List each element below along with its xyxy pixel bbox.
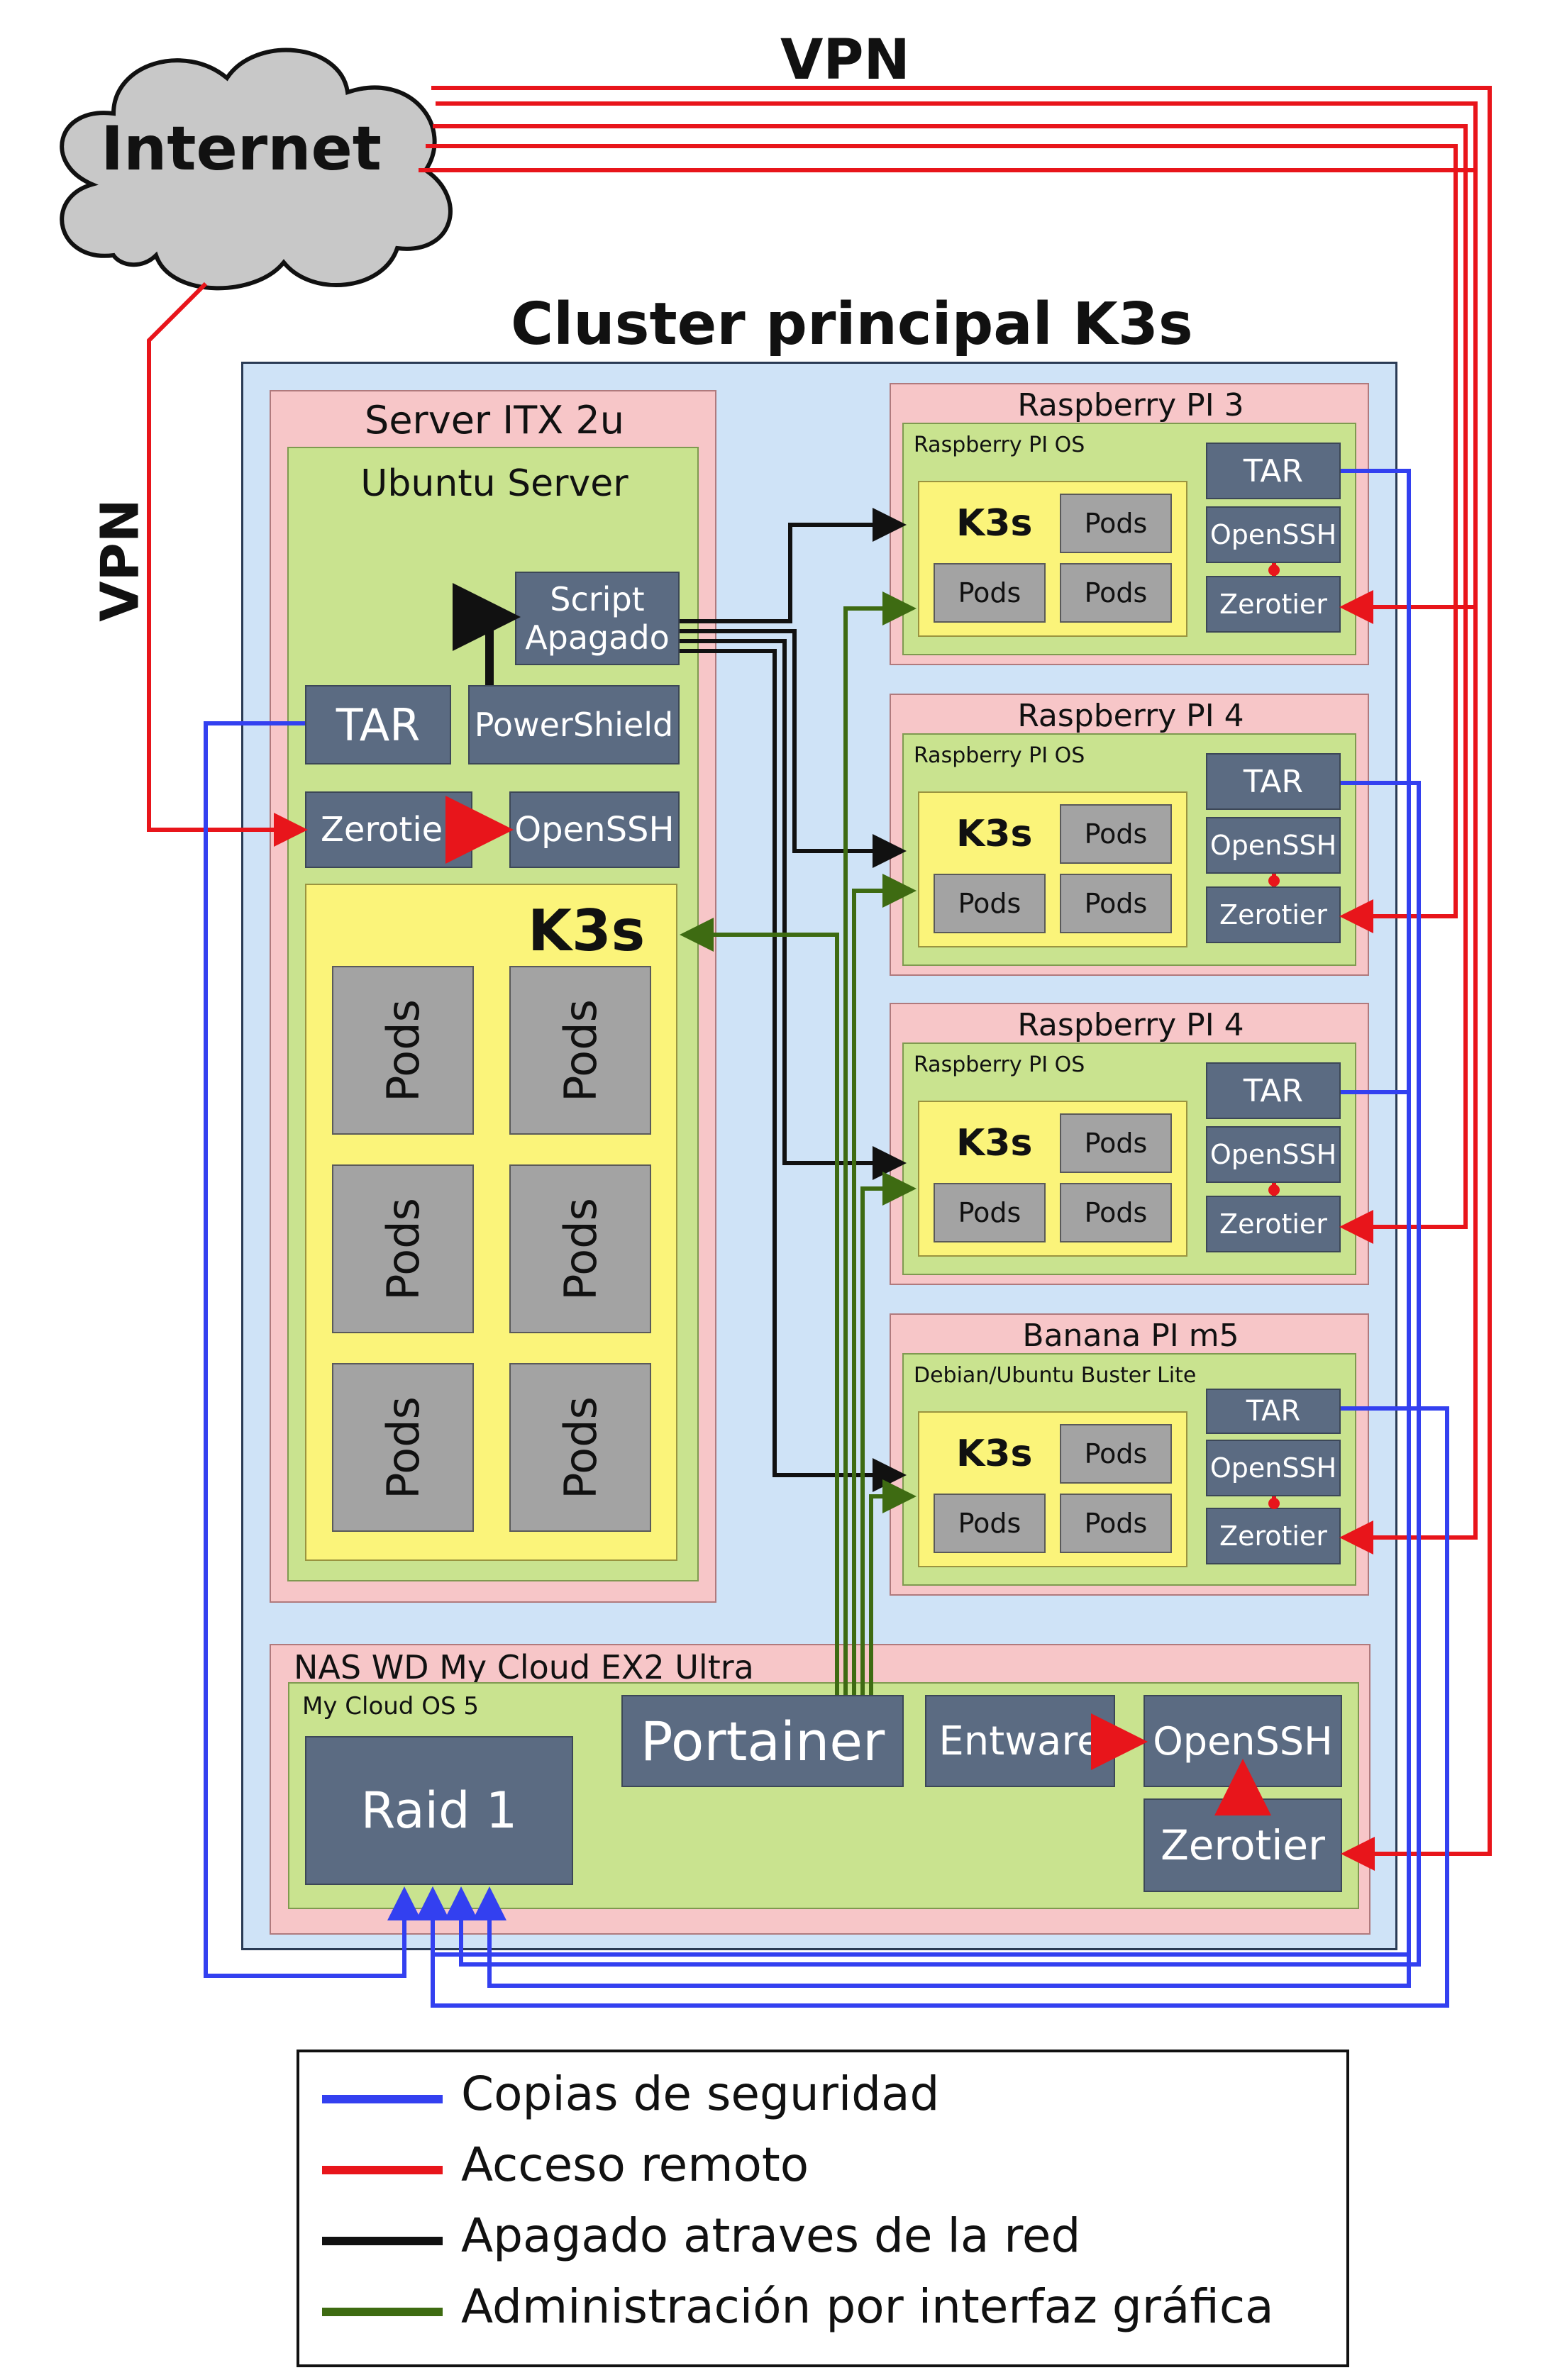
server-pod: Pods bbox=[509, 966, 651, 1135]
node-pod: Pods bbox=[1060, 1494, 1172, 1553]
internet-label: Internet bbox=[101, 113, 382, 184]
node-pod: Pods bbox=[1060, 1183, 1172, 1242]
node-pod: Pods bbox=[1060, 804, 1172, 864]
server-zerotier-box[interactable]: Zerotier bbox=[305, 791, 472, 868]
nas-host-label: NAS WD My Cloud EX2 Ultra bbox=[294, 1648, 754, 1686]
node-openssh-box[interactable]: OpenSSH bbox=[1206, 1440, 1341, 1496]
portainer-box[interactable]: Portainer bbox=[621, 1695, 904, 1787]
node-k3s-label: K3s bbox=[956, 502, 1033, 545]
internet-cloud: Internet bbox=[28, 21, 468, 298]
node-k3s-label: K3s bbox=[956, 1122, 1033, 1164]
nas-os-label: My Cloud OS 5 bbox=[302, 1692, 479, 1720]
node-pod: Pods bbox=[1060, 1113, 1172, 1173]
server-tar-box[interactable]: TAR bbox=[305, 685, 451, 764]
server-host-label: Server ITX 2u bbox=[365, 397, 624, 443]
admin-lines bbox=[680, 591, 917, 1695]
server-pod: Pods bbox=[332, 1363, 474, 1532]
node-pod: Pods bbox=[1060, 874, 1172, 933]
server-pod: Pods bbox=[509, 1363, 651, 1532]
node-pod: Pods bbox=[934, 1494, 1046, 1553]
node-os-label: Raspberry PI OS bbox=[914, 1052, 1085, 1077]
shutdown-lines bbox=[453, 508, 907, 1492]
legend-swatch-backup bbox=[322, 2095, 443, 2103]
node-host-label: Raspberry PI 4 bbox=[1017, 1006, 1244, 1043]
openssh-zerotier-dot bbox=[1268, 565, 1280, 576]
legend-label-remote: Acceso remoto bbox=[461, 2137, 809, 2192]
node-tar-box[interactable]: TAR bbox=[1206, 1062, 1341, 1119]
node-tar-box[interactable]: TAR bbox=[1206, 753, 1341, 810]
node-os-label: Debian/Ubuntu Buster Lite bbox=[914, 1363, 1197, 1388]
node-host-label: Raspberry PI 4 bbox=[1017, 697, 1244, 734]
entware-box[interactable]: Entware bbox=[925, 1695, 1115, 1787]
raid-box[interactable]: Raid 1 bbox=[305, 1736, 573, 1885]
legend-label-admin: Administración por interfaz gráfica bbox=[461, 2279, 1274, 2334]
node-os-label: Raspberry PI OS bbox=[914, 743, 1085, 768]
node-openssh-box[interactable]: OpenSSH bbox=[1206, 817, 1341, 874]
node-pod: Pods bbox=[1060, 1424, 1172, 1484]
node-tar-box[interactable]: TAR bbox=[1206, 1389, 1341, 1434]
script-apagado-line2: Apagado bbox=[525, 618, 670, 657]
server-pod: Pods bbox=[332, 1164, 474, 1333]
powershield-box[interactable]: PowerShield bbox=[468, 685, 680, 764]
node-zerotier-box[interactable]: Zerotier bbox=[1206, 576, 1341, 633]
script-apagado-line1: Script bbox=[550, 580, 645, 618]
vpn-top-label: VPN bbox=[780, 28, 910, 92]
backup-lines bbox=[204, 469, 1449, 2008]
node-pod: Pods bbox=[934, 874, 1046, 933]
script-apagado-box[interactable]: Script Apagado bbox=[515, 572, 680, 665]
node-k3s-label: K3s bbox=[956, 1433, 1033, 1475]
node-zerotier-box[interactable]: Zerotier bbox=[1206, 1508, 1341, 1564]
node-host-label: Raspberry PI 3 bbox=[1017, 387, 1244, 423]
legend-swatch-remote bbox=[322, 2166, 443, 2174]
node-pod: Pods bbox=[934, 563, 1046, 623]
node-openssh-box[interactable]: OpenSSH bbox=[1206, 506, 1341, 563]
openssh-zerotier-dot bbox=[1268, 875, 1280, 886]
server-pod: Pods bbox=[332, 966, 474, 1135]
openssh-zerotier-dot bbox=[1268, 1498, 1280, 1509]
node-pod: Pods bbox=[1060, 494, 1172, 553]
node-zerotier-box[interactable]: Zerotier bbox=[1206, 886, 1341, 943]
legend-label-shutdown: Apagado atraves de la red bbox=[461, 2208, 1081, 2263]
node-tar-box[interactable]: TAR bbox=[1206, 443, 1341, 499]
legend: Copias de seguridad Acceso remoto Apagad… bbox=[297, 2050, 1349, 2367]
remote-access-lines bbox=[147, 86, 1492, 1871]
server-pod: Pods bbox=[509, 1164, 651, 1333]
node-pod: Pods bbox=[1060, 563, 1172, 623]
node-openssh-box[interactable]: OpenSSH bbox=[1206, 1126, 1341, 1183]
server-os-label: Ubuntu Server bbox=[360, 462, 628, 505]
node-zerotier-box[interactable]: Zerotier bbox=[1206, 1196, 1341, 1252]
server-openssh-box[interactable]: OpenSSH bbox=[509, 791, 680, 868]
openssh-zerotier-dot bbox=[1268, 1184, 1280, 1196]
cloud-icon bbox=[60, 48, 453, 291]
legend-swatch-shutdown bbox=[322, 2237, 443, 2245]
node-host-label: Banana PI m5 bbox=[1022, 1317, 1239, 1354]
node-pod: Pods bbox=[934, 1183, 1046, 1242]
legend-label-backup: Copias de seguridad bbox=[461, 2067, 940, 2121]
legend-swatch-admin bbox=[322, 2308, 443, 2316]
node-os-label: Raspberry PI OS bbox=[914, 433, 1085, 457]
server-k3s-label: K3s bbox=[528, 898, 646, 964]
node-k3s-label: K3s bbox=[956, 813, 1033, 855]
cluster-title: Cluster principal K3s bbox=[511, 291, 1193, 358]
